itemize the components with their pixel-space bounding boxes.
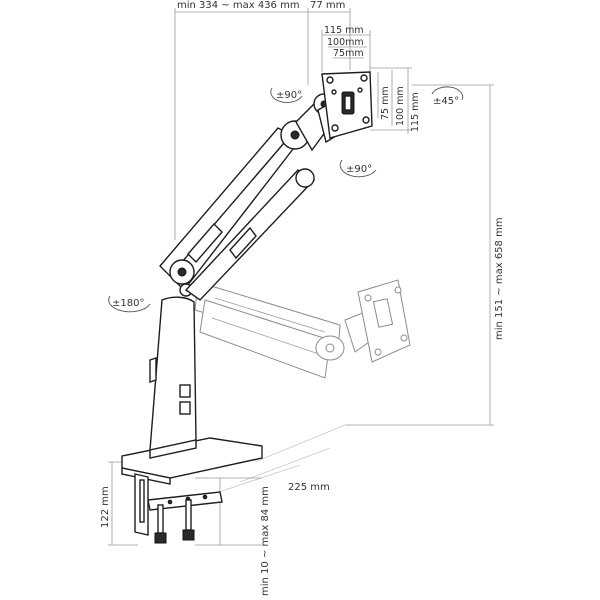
vesa-75-width-label: 75mm [333, 48, 364, 59]
dimension-lines [108, 8, 494, 546]
vesa-115-width-label: 115 mm [324, 25, 364, 36]
main-arm [159, 93, 347, 301]
vesa-75-height-label: 75 mm [380, 86, 391, 120]
tilt-top-label: ±90° [276, 90, 302, 101]
vesa-115-height-label: 115 mm [410, 92, 421, 132]
vesa-plate [321, 71, 373, 139]
arm-reach-label: min 334 ~ max 436 mm [177, 0, 300, 11]
top-offset-label: 77 mm [310, 0, 345, 11]
base-depth-label: 225 mm [288, 482, 330, 493]
rotation-label: ±45° [433, 96, 459, 107]
height-range-label: min 151 ~ max 658 mm [494, 217, 505, 340]
base-swivel-label: ±180° [112, 298, 144, 309]
pole [149, 296, 197, 459]
tilt-side-label: ±90° [346, 164, 372, 175]
rotation-marks [108, 86, 464, 313]
lowered-arm-ghost [194, 279, 411, 379]
clamp-range-label: min 10 ~ max 84 mm [260, 486, 271, 596]
desk-clamp [121, 437, 263, 544]
base-height-label: 122 mm [100, 486, 111, 528]
vesa-100-height-label: 100 mm [395, 86, 406, 126]
vesa-100-width-label: 100mm [327, 37, 364, 48]
